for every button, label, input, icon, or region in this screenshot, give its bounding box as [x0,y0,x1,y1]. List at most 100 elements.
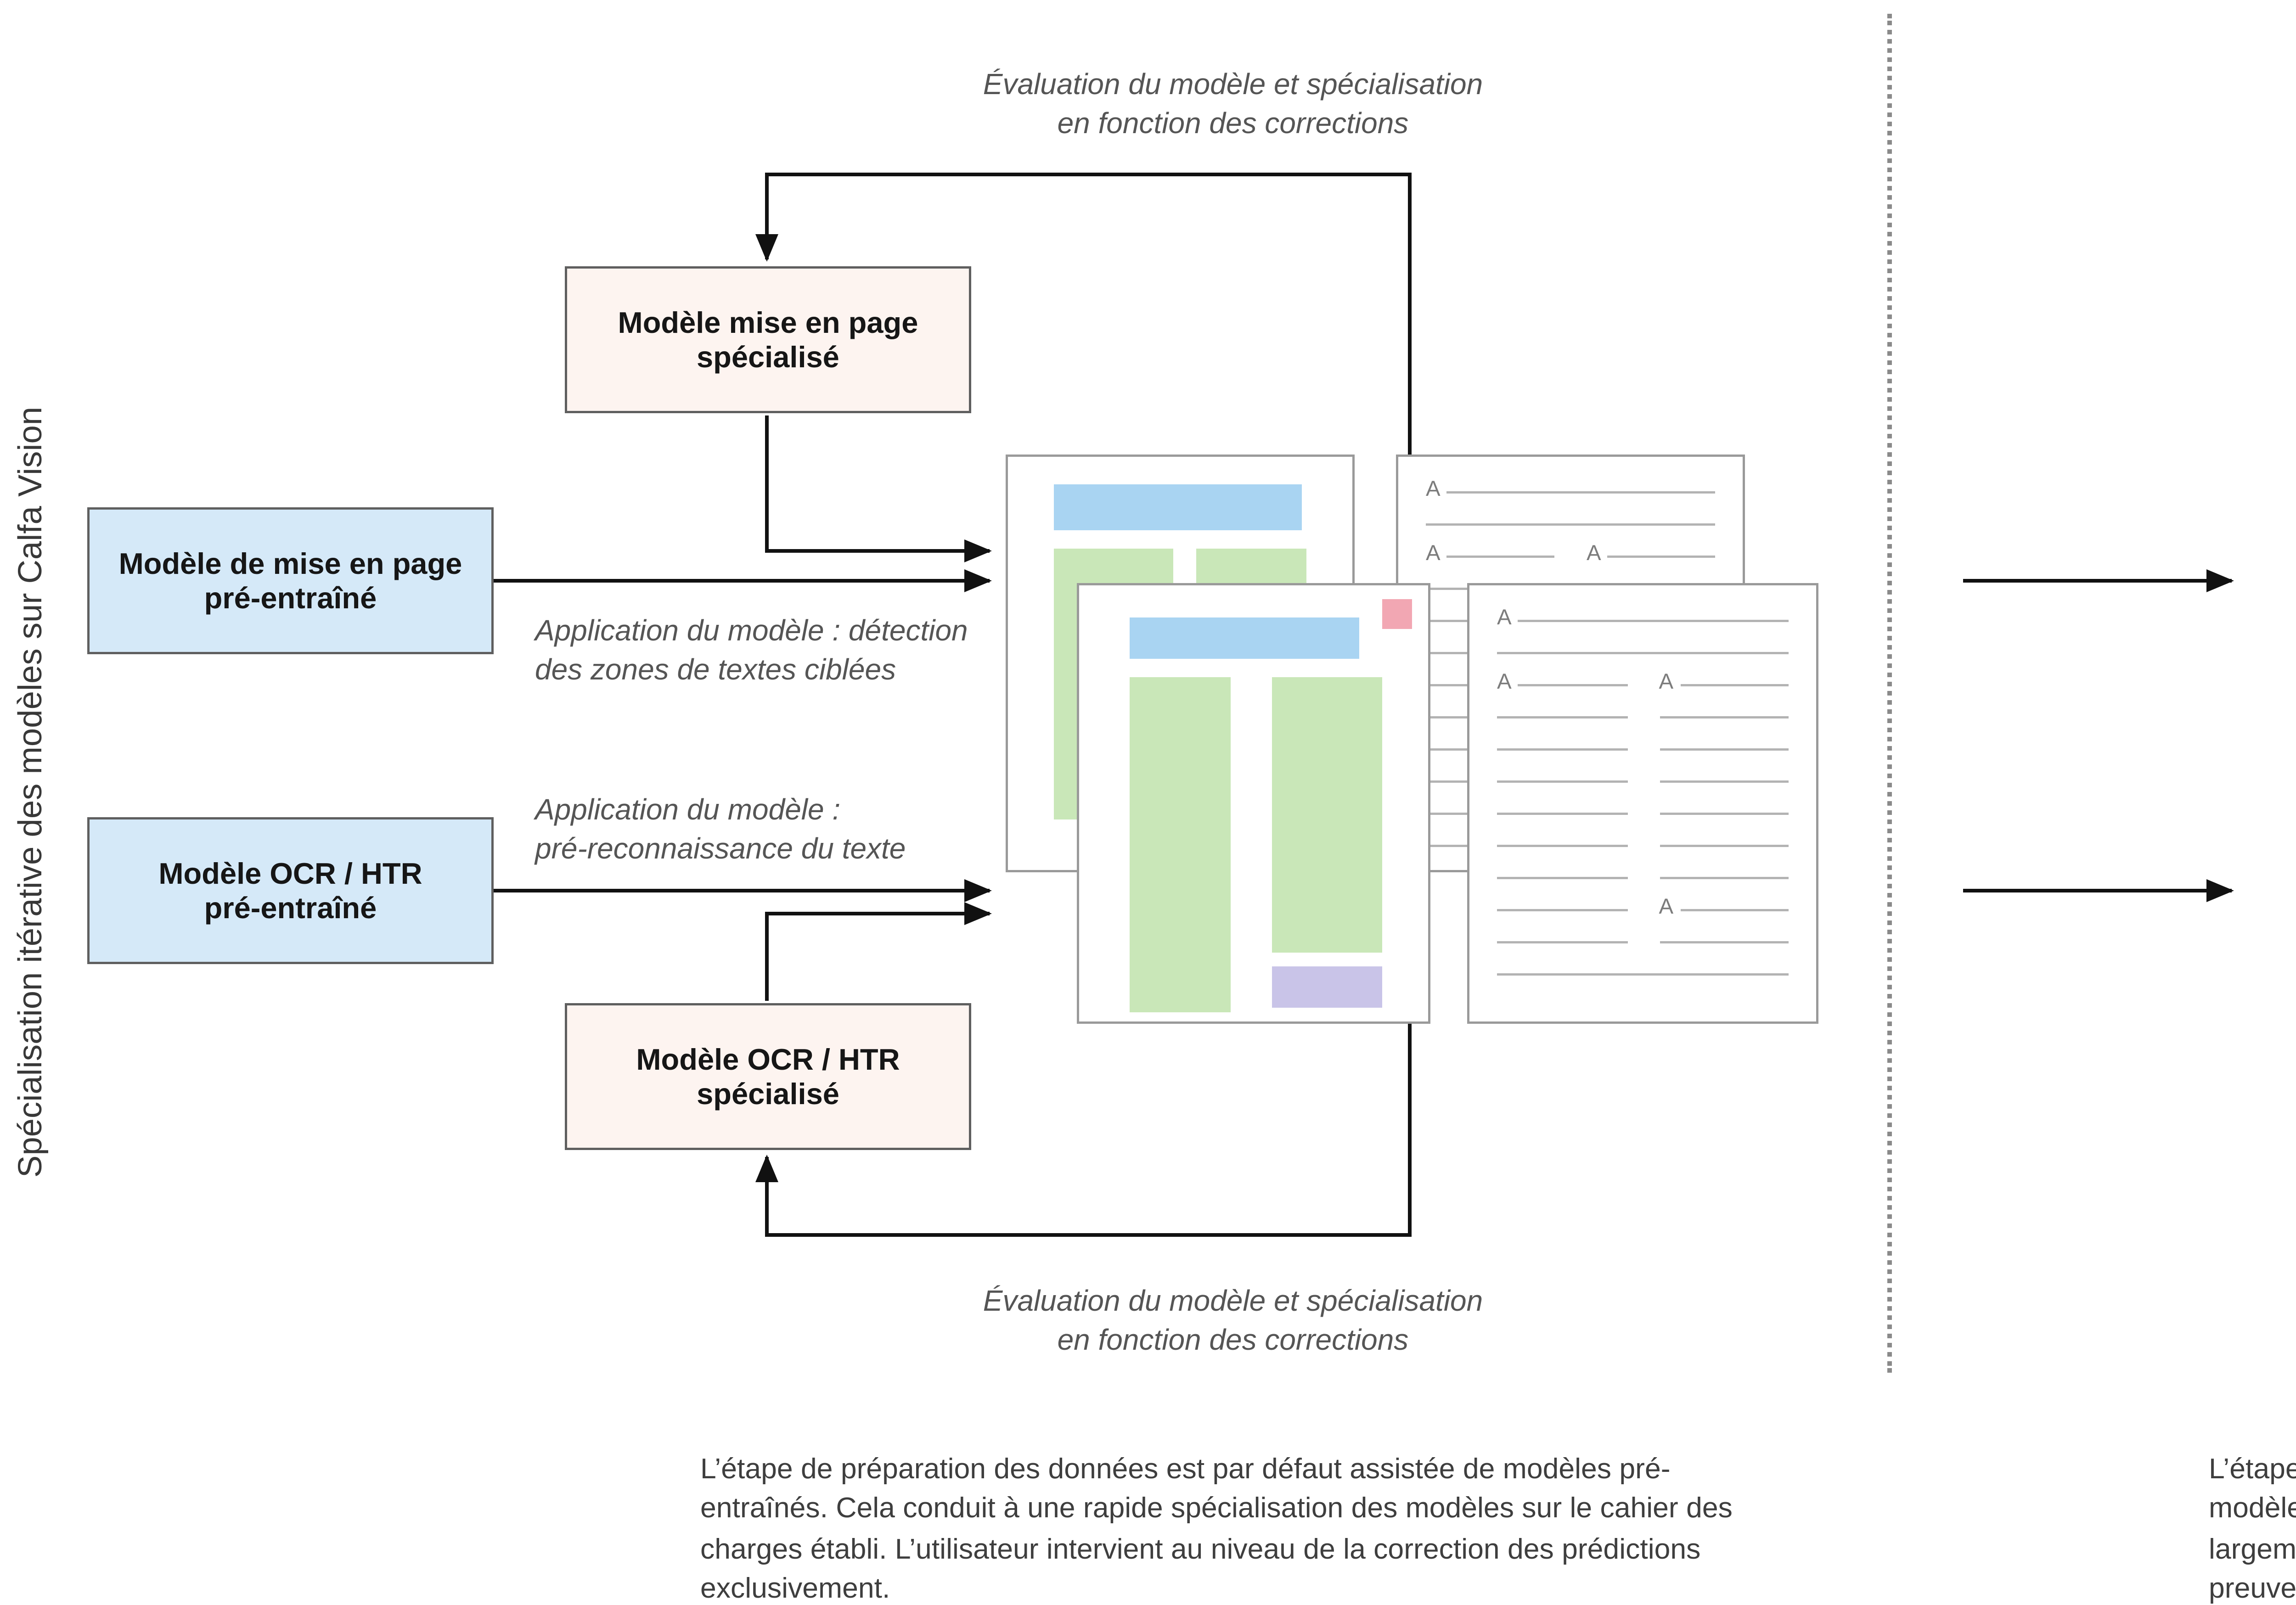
text-line [1497,875,1627,878]
arrow-ocr-specialized-to-docs [765,902,992,1001]
text-line-cell [1659,715,1789,718]
box-ocr-specialized: Modèle OCR / HTR spécialisé [565,1003,971,1150]
layout-zone-header [1054,484,1302,530]
text-line-cell [1497,651,1789,653]
letter-marker: A [1497,606,1512,632]
text-line-cell [1659,843,1789,846]
text-line [1518,683,1627,685]
text-line-row [1469,925,1816,957]
text-line-row [1469,764,1816,797]
letter-marker: A [1587,542,1601,568]
box-ocr-pretrained: Modèle OCR / HTR pré-entraîné [87,817,494,964]
text-line-row [1469,861,1816,893]
text-line-cell: A [1587,544,1715,567]
text-line [1497,908,1627,910]
text-line-cell [1659,875,1789,878]
text-line-cell [1497,972,1789,975]
text-line [1497,811,1627,814]
text-line-cell [1497,779,1627,782]
annotation-evaluation-top: Évaluation du modèle et spécialisation e… [983,67,1483,141]
text-line-cell [1497,875,1627,878]
layout-zone-marginalia [1382,599,1412,629]
text-line-cell [1659,747,1789,750]
text-line-row [1469,957,1816,989]
text-line-cell [1497,715,1627,718]
text-line [1608,554,1715,557]
document-mockup-layout-front [1077,583,1430,1024]
text-line [1497,747,1627,750]
text-line-row [1469,797,1816,829]
text-line [1680,908,1789,910]
caption-right: L’étape de spécialisation aboutit à la c… [2209,1453,2296,1604]
diagram-vertical-title: Spécialisation itérative des modèles sur… [14,406,51,1178]
text-line-cell: A [1659,898,1789,920]
box-layout-pretrained: Modèle de mise en page pré-entraîné [87,507,494,654]
text-line [1497,940,1627,943]
text-line-cell [1497,811,1627,814]
text-line [1497,843,1627,846]
layout-zone-footer [1272,966,1382,1008]
text-line-row [1469,732,1816,764]
box-layout-pretrained-label: Modèle de mise en page pré-entraîné [118,546,462,615]
text-line-cell: A [1497,673,1627,695]
letter-marker: A [1497,671,1512,696]
text-line [1426,522,1715,525]
layout-zone-column-left [1130,677,1231,1012]
box-layout-specialized-label: Modèle mise en page spécialisé [618,305,918,374]
text-line [1497,715,1627,718]
text-line-cell [1659,779,1789,782]
text-line [1447,490,1715,493]
text-line-row: A [1398,475,1743,507]
text-line [1659,940,1789,943]
text-line [1680,683,1789,685]
box-ocr-pretrained-label: Modèle OCR / HTR pré-entraîné [158,856,422,925]
text-line-cell: A [1497,609,1789,631]
text-line [1518,618,1789,621]
text-line-cell [1497,940,1627,943]
arrow-layout-specialized-to-docs [765,415,992,562]
text-line [1659,747,1789,750]
annotation-evaluation-bottom: Évaluation du modèle et spécialisation e… [983,1283,1483,1358]
text-line [1659,715,1789,718]
annotation-apply-ocr: Application du modèle : pré-reconnaissan… [535,792,906,866]
letter-marker: A [1659,896,1674,921]
text-line [1659,875,1789,878]
text-line-cell: A [1426,544,1554,567]
text-line [1659,811,1789,814]
text-line-cell: A [1426,480,1715,502]
text-line-cell [1497,843,1627,846]
text-line [1497,972,1789,975]
box-ocr-specialized-label: Modèle OCR / HTR spécialisé [636,1042,900,1111]
text-line-row: A [1469,893,1816,925]
text-line-row: A [1469,604,1816,636]
text-line-cell [1426,522,1715,525]
text-line [1447,554,1554,557]
box-layout-specialized: Modèle mise en page spécialisé [565,266,971,413]
text-line-cell [1497,908,1627,910]
section-divider [1887,14,1892,1373]
text-line-row [1469,700,1816,732]
annotation-apply-layout: Application du modèle : détection des zo… [535,613,968,687]
text-line-cell [1659,811,1789,814]
text-line [1659,779,1789,782]
text-line-row [1469,829,1816,861]
text-line-cell [1659,940,1789,943]
text-line-row [1469,636,1816,668]
letter-marker: A [1426,542,1441,568]
letter-marker: A [1426,478,1441,504]
text-line [1659,843,1789,846]
layout-zone-column-right [1272,677,1382,953]
text-line-row [1398,507,1743,539]
text-line-cell [1497,747,1627,750]
text-line [1497,651,1789,653]
caption-left: L’étape de préparation des données est p… [700,1453,1733,1604]
layout-zone-header [1130,617,1359,659]
text-line-cell: A [1659,673,1789,695]
text-line [1497,779,1627,782]
